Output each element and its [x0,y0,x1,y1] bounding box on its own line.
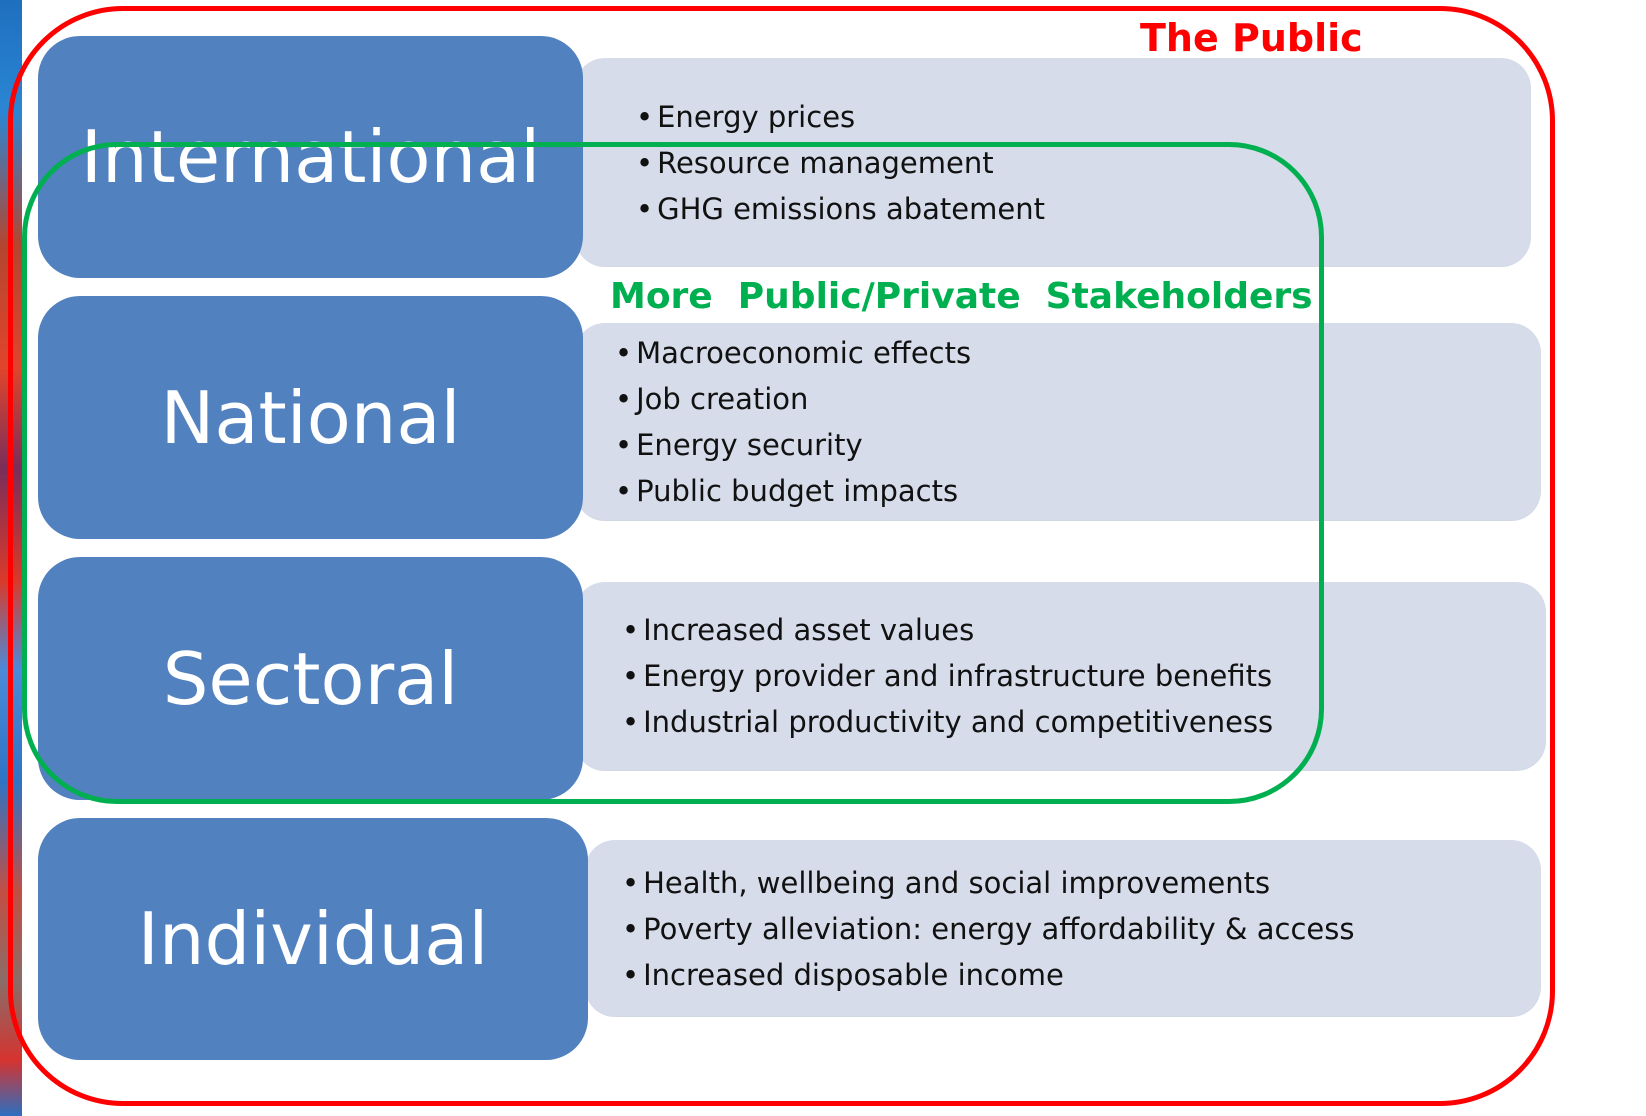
list-item: Energy security [615,422,971,468]
stakeholders-label: More Public/Private Stakeholders [610,276,1313,317]
level-box-international: International [38,36,583,278]
list-item: Health, wellbeing and social improvement… [622,860,1354,906]
list-item: Job creation [615,376,971,422]
list-item: Industrial productivity and competitiven… [622,699,1273,745]
level-box-sectoral: Sectoral [38,557,583,800]
list-item: Energy provider and infrastructure benef… [622,653,1273,699]
bullet-list-sectoral: Increased asset values Energy provider a… [622,607,1273,745]
stakeholders-boundary [22,142,1324,804]
level-box-national: National [38,296,583,539]
level-label-national: National [160,375,461,460]
bullet-list-international: Energy prices Resource management GHG em… [636,94,1045,232]
level-box-individual: Individual [38,818,588,1060]
list-item: Poverty alleviation: energy affordabilit… [622,906,1354,952]
list-item: Increased disposable income [622,952,1354,998]
public-label: The Public [1140,16,1363,60]
public-boundary [8,6,1555,1106]
list-item: Increased asset values [622,607,1273,653]
bullet-list-national: Macroeconomic effects Job creation Energ… [615,330,971,514]
list-item: Macroeconomic effects [615,330,971,376]
bullet-list-individual: Health, wellbeing and social improvement… [622,860,1354,998]
list-item: Energy prices [636,94,1045,140]
list-item: Resource management [636,140,1045,186]
level-label-sectoral: Sectoral [162,636,459,721]
list-item: Public budget impacts [615,468,971,514]
level-label-individual: Individual [137,897,489,981]
level-label-international: International [80,115,541,199]
list-item: GHG emissions abatement [636,186,1045,232]
